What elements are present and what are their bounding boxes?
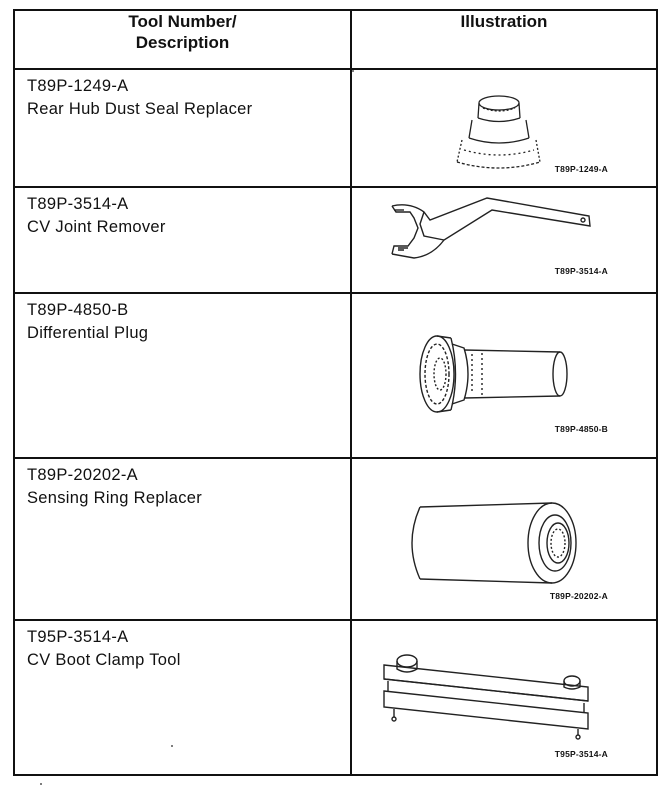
tool-description: Sensing Ring Replacer — [27, 489, 203, 507]
sensing-ring-replacer-illustration — [411, 502, 577, 584]
scan-speck — [352, 70, 354, 72]
tool-illustration-cell: T95P-3514-A — [350, 619, 658, 776]
tool-illustration-caption: T95P-3514-A — [554, 749, 608, 759]
table-header-row: Tool Number/ Description Illustration — [13, 9, 658, 70]
tool-table: Tool Number/ Description Illustration T8… — [13, 9, 658, 776]
header-tool-number-line1: Tool Number/ — [128, 12, 237, 31]
tool-illustration-caption: T89P-20202-A — [549, 591, 608, 601]
tool-description-cell: T95P-3514-A CV Boot Clamp Tool — [13, 619, 352, 776]
tool-number: T89P-4850-B — [27, 301, 129, 319]
tool-illustration-caption: T89P-4850-B — [554, 424, 608, 434]
tool-description: CV Boot Clamp Tool — [27, 651, 181, 669]
tool-number: T89P-20202-A — [27, 466, 138, 484]
cv-boot-clamp-tool-illustration — [383, 654, 589, 740]
tool-description-cell: T89P-4850-B Differential Plug — [13, 292, 352, 459]
table-row: T89P-20202-A Sensing Ring Replacer T89P-… — [13, 457, 658, 621]
table-row: T89P-1249-A Rear Hub Dust Seal Replacer — [13, 68, 658, 188]
tool-number: T95P-3514-A — [27, 628, 129, 646]
tool-illustration-cell: T89P-4850-B — [350, 292, 658, 459]
tool-description-cell: T89P-20202-A Sensing Ring Replacer — [13, 457, 352, 621]
scan-speck — [40, 783, 42, 785]
tool-description: CV Joint Remover — [27, 218, 166, 236]
tool-illustration-cell: T89P-1249-A — [350, 68, 658, 188]
tool-description-cell: T89P-1249-A Rear Hub Dust Seal Replacer — [13, 68, 352, 188]
differential-plug-illustration — [419, 335, 568, 413]
table-row: T89P-4850-B Differential Plug T89P-485 — [13, 292, 658, 459]
tool-description: Rear Hub Dust Seal Replacer — [27, 100, 253, 118]
seal-replacer-illustration — [456, 95, 541, 169]
tool-illustration-caption: T89P-1249-A — [554, 164, 608, 174]
header-tool-number-line2: Description — [135, 33, 230, 52]
tool-description: Differential Plug — [27, 324, 149, 342]
table-row: T89P-3514-A CV Joint Remover T89P-3514-A — [13, 186, 658, 294]
tool-number: T89P-1249-A — [27, 77, 129, 95]
tool-illustration-caption: T89P-3514-A — [554, 266, 608, 276]
cv-joint-remover-illustration — [391, 197, 591, 259]
tool-description-cell: T89P-3514-A CV Joint Remover — [13, 186, 352, 294]
tool-number: T89P-3514-A — [27, 195, 129, 213]
tool-illustration-cell: T89P-20202-A — [350, 457, 658, 621]
tool-illustration-cell: T89P-3514-A — [350, 186, 658, 294]
table-row: T95P-3514-A CV Boot Clamp Tool — [13, 619, 658, 776]
header-tool-number: Tool Number/ Description — [13, 9, 352, 70]
header-illustration: Illustration — [350, 9, 658, 70]
scan-speck — [171, 745, 173, 747]
